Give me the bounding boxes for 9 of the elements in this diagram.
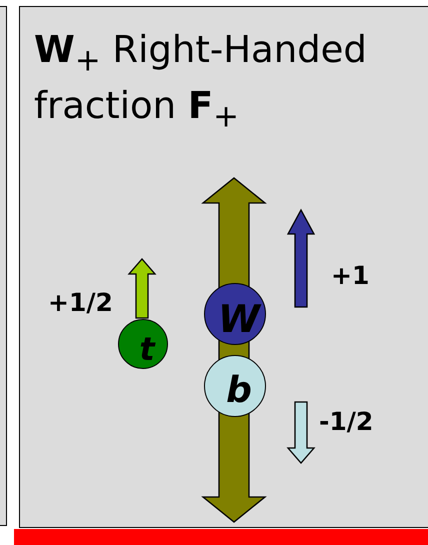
particle-letter: t	[139, 333, 155, 365]
spin-label: +1	[331, 263, 370, 288]
spin-label: +1/2	[48, 290, 113, 315]
panel	[19, 6, 428, 528]
particle-letter: b	[226, 373, 252, 409]
particle-circle	[118, 319, 168, 369]
particle-letter: W	[218, 300, 260, 338]
spin-label: -1/2	[319, 409, 374, 434]
panel-title: W$_{+}$ Right-Handed fraction F$_{+}$	[34, 27, 368, 137]
